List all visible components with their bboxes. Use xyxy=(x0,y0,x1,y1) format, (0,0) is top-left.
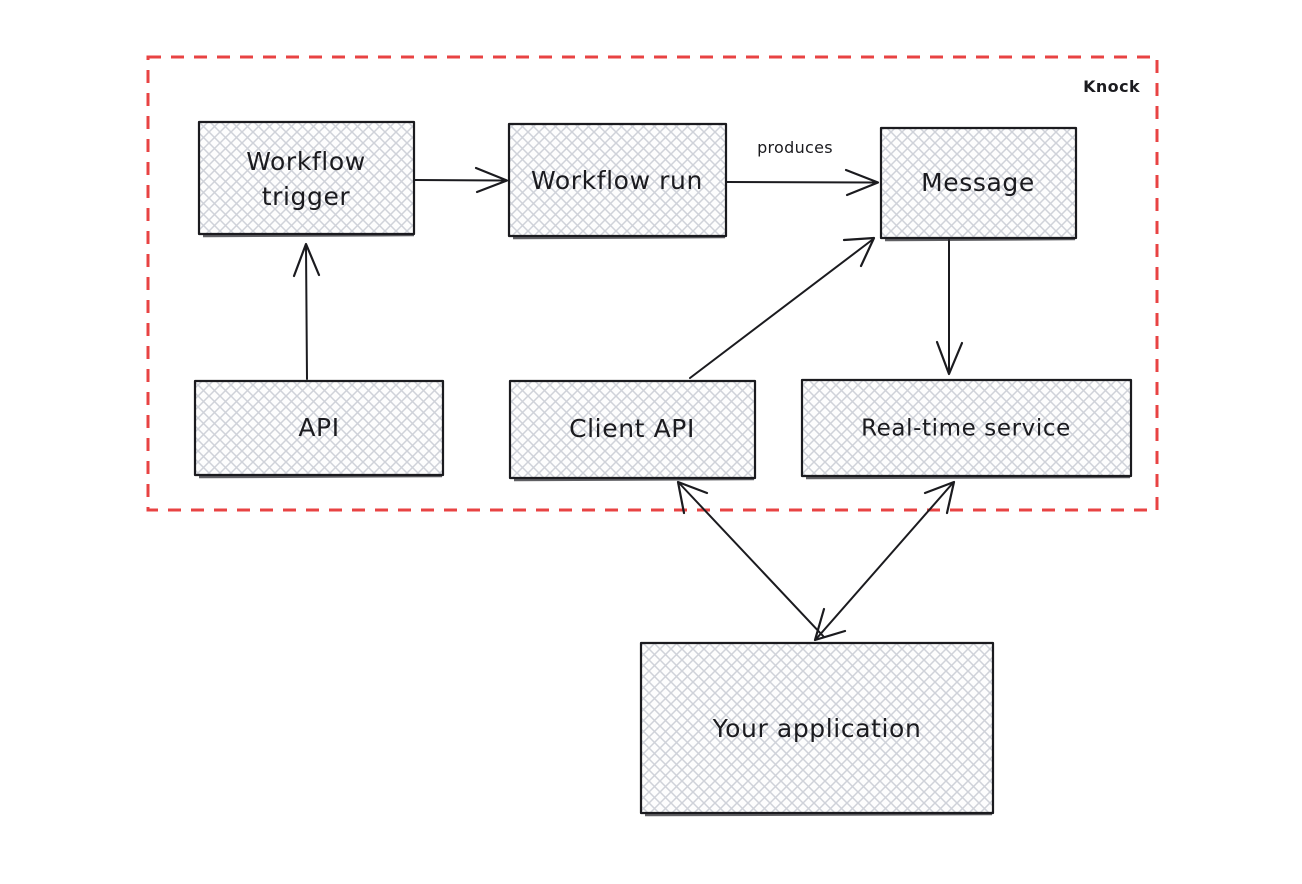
node-client-api[interactable]: Client API xyxy=(508,379,757,482)
node-api-label: API xyxy=(298,413,339,442)
node-message-label: Message xyxy=(921,168,1035,197)
node-api[interactable]: API xyxy=(193,379,445,479)
edge-trigger-to-run xyxy=(414,166,509,194)
knock-zone-border xyxy=(146,55,1159,512)
node-client-api-label: Client API xyxy=(569,414,695,443)
edge-application-real-time-service xyxy=(813,480,956,642)
node-your-application-label: Your application xyxy=(712,714,922,743)
node-message[interactable]: Message xyxy=(879,126,1078,242)
node-workflow-run-label: Workflow run xyxy=(531,166,703,195)
edge-run-to-message: produces xyxy=(726,138,880,197)
node-workflow-trigger-rect xyxy=(197,120,416,236)
knock-zone-label: Knock xyxy=(1083,77,1140,96)
connectors: produces xyxy=(292,138,964,642)
node-workflow-run[interactable]: Workflow run xyxy=(507,122,728,240)
knock-zone: Knock xyxy=(146,55,1159,512)
node-workflow-run-rect xyxy=(507,122,728,238)
edge-client-api-to-message xyxy=(689,236,876,379)
node-workflow-trigger-label-line1: Workflow xyxy=(246,147,366,176)
node-message-rect xyxy=(879,126,1078,240)
node-workflow-trigger-label-line2: trigger xyxy=(262,182,351,211)
node-client-api-rect xyxy=(508,379,757,480)
edge-label-produces: produces xyxy=(757,138,833,157)
node-real-time-service-rect xyxy=(800,378,1133,478)
edge-api-to-trigger xyxy=(292,242,321,380)
node-your-application[interactable]: Your application xyxy=(639,641,995,817)
node-real-time-service[interactable]: Real-time service xyxy=(800,378,1133,480)
node-real-time-service-label: Real-time service xyxy=(861,416,1071,442)
node-workflow-trigger[interactable]: Workflow trigger xyxy=(197,120,416,238)
edge-message-to-real-time-service xyxy=(935,239,964,376)
node-your-application-rect xyxy=(639,641,995,815)
edge-application-to-client-api xyxy=(676,480,825,638)
node-api-rect xyxy=(193,379,445,477)
